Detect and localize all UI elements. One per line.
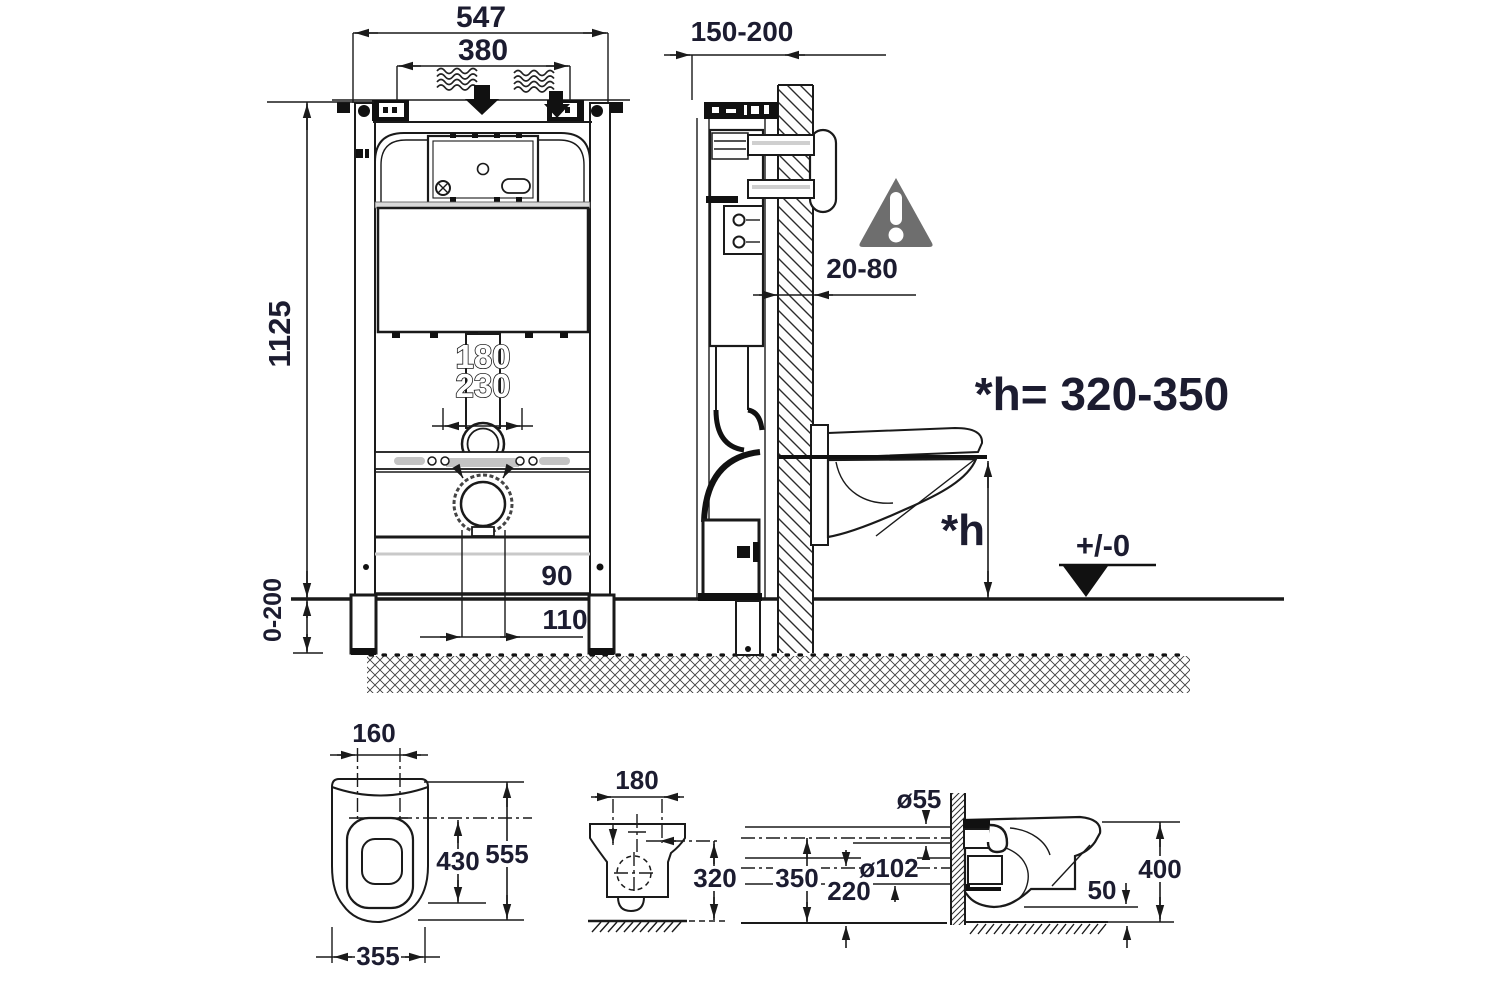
dim-230-arrows (432, 408, 533, 479)
dim-h-label: *h (941, 506, 985, 555)
finished-wall (950, 793, 966, 925)
wall-section (777, 84, 814, 653)
dim-90-label: 90 (541, 560, 572, 591)
pan-top-view: 160 555 430 355 (316, 718, 532, 971)
dim-20-80: 20-80 (753, 253, 916, 300)
h-range-note: *h= 320-350 (975, 368, 1229, 420)
dim-102-label: ø102 (859, 853, 918, 883)
dim-0-200: 0-200 (259, 578, 323, 654)
dim-50: 50 (1024, 875, 1138, 948)
dim-547: 547 (352, 1, 609, 103)
dim-547-label: 547 (456, 1, 506, 34)
warning-icon (859, 178, 933, 247)
flush-arrow-icon (465, 85, 499, 115)
dim-380-label: 380 (458, 34, 508, 67)
dim-220: 220 (825, 850, 873, 948)
dim-400-label: 400 (1138, 854, 1181, 884)
dim-350: 350 (773, 838, 821, 923)
dim-320-label: 320 (693, 863, 736, 893)
dim-555-label: 555 (485, 839, 528, 869)
dim-20-80-label: 20-80 (826, 253, 898, 284)
dim-180-label: 180 (615, 765, 658, 795)
dim-0-200-label: 0-200 (259, 578, 287, 642)
dim-110-label: 110 (542, 604, 587, 635)
dim-380: 380 (396, 34, 571, 101)
dim-160-label: 160 (352, 718, 395, 748)
pan-front-view: 180 320 (588, 765, 737, 933)
pan-side-profile (963, 815, 1102, 909)
flush-plate-duct (808, 128, 838, 214)
dim-55-label: ø55 (897, 784, 942, 814)
dim-355: 355 (316, 927, 440, 971)
dim-230-offset-label: 230 (455, 367, 510, 404)
adjustable-feet (349, 593, 616, 655)
dim-555: 555 (418, 781, 529, 921)
frame-front-view: 547 380 1125 0-200 180 230 (259, 1, 630, 655)
floor-and-ground (291, 597, 1284, 693)
dim-220-label: 220 (827, 876, 870, 906)
dim-150-200-label: 150-200 (691, 16, 794, 47)
dim-320: 320 (692, 841, 737, 920)
pan-side-view: ø55 ø102 350 220 50 (741, 784, 1184, 948)
dim-1125: 1125 (262, 101, 374, 599)
floor-level-icon: +/-0 (1059, 528, 1156, 597)
cistern-unit (374, 132, 591, 637)
dim-180-offset-label: 180 (455, 338, 510, 375)
frame-side-view: 150-200 20-80 *h *h= 320-350 +/-0 (664, 16, 1229, 656)
dim-355-label: 355 (356, 941, 399, 971)
dim-150-200: 150-200 (664, 16, 886, 100)
dim-h: *h (941, 461, 993, 598)
dim-430: 430 (428, 820, 486, 904)
dim-1125-label: 1125 (262, 300, 297, 367)
flush-arrow-icon (544, 91, 570, 118)
dim-400: 400 (1102, 821, 1184, 923)
water-supply-icon (436, 67, 555, 93)
dim-160: 160 (330, 718, 428, 760)
floor-level-label: +/-0 (1076, 528, 1130, 563)
dim-350-label: 350 (775, 863, 818, 893)
dim-180: 180 (591, 765, 718, 846)
ground-hatch (367, 656, 1190, 693)
pan-profile-upper (779, 424, 987, 546)
dim-50-label: 50 (1088, 875, 1117, 905)
dim-102: ø102 (859, 853, 919, 902)
dim-55: ø55 (897, 784, 942, 860)
cistern-side-profile (698, 128, 815, 656)
dim-430-label: 430 (436, 846, 479, 876)
